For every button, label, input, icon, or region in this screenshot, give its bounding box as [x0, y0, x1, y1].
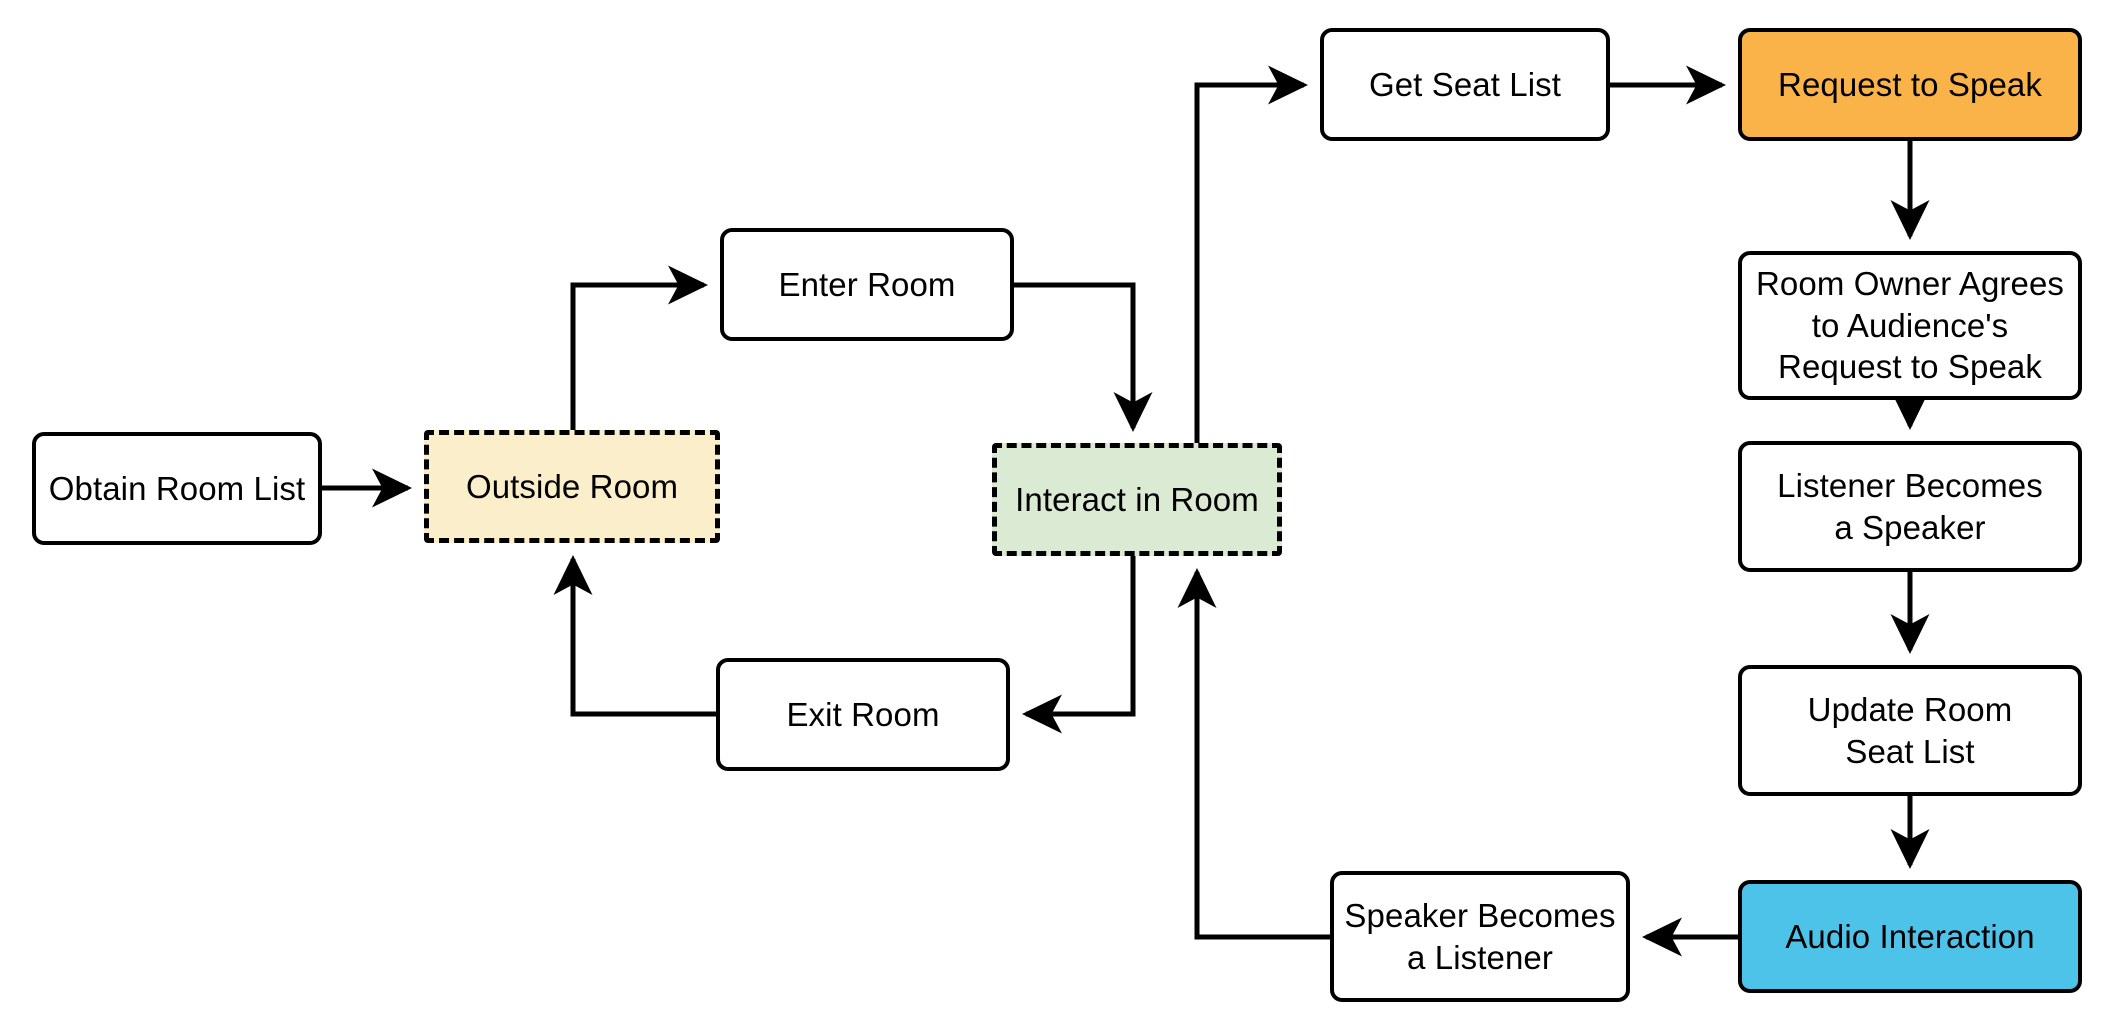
- node-label-request-to-speak: Request to Speak: [1778, 65, 2042, 103]
- edge-interact-in-room-to-get-seat-list: [1194, 65, 1308, 443]
- node-label-get-seat-list: Get Seat List: [1368, 65, 1562, 103]
- edge-exit-room-to-outside-room: [553, 555, 716, 717]
- node-label-interact-in-room: Interact in Room: [1015, 480, 1259, 518]
- node-label-enter-room: Enter Room: [778, 265, 956, 303]
- node-outside-room[interactable]: Outside Room: [424, 430, 720, 543]
- node-label-exit-room: Exit Room: [786, 695, 940, 733]
- node-obtain-room-list[interactable]: Obtain Room List: [32, 432, 322, 545]
- edge-speaker-becomes-listener-to-interact-in-room: [1177, 568, 1330, 940]
- node-listener-becomes-speaker[interactable]: Listener Becomes a Speaker: [1738, 441, 2082, 572]
- node-label-audio-interaction: Audio Interaction: [1785, 917, 2035, 955]
- node-audio-interaction[interactable]: Audio Interaction: [1738, 880, 2082, 993]
- edge-enter-room-to-interact-in-room: [1014, 282, 1153, 432]
- node-exit-room[interactable]: Exit Room: [716, 658, 1010, 771]
- node-interact-in-room[interactable]: Interact in Room: [992, 443, 1282, 556]
- node-label-outside-room: Outside Room: [465, 467, 679, 505]
- edge-interact-in-room-to-exit-room: [1022, 556, 1136, 734]
- node-label-update-room-seat-list: Update Room Seat List: [1807, 690, 2013, 770]
- edge-outside-room-to-enter-room: [570, 265, 708, 430]
- node-speaker-becomes-listener[interactable]: Speaker Becomes a Listener: [1330, 871, 1630, 1002]
- node-label-listener-becomes-speaker: Listener Becomes a Speaker: [1777, 466, 2043, 546]
- node-label-speaker-becomes-listener: Speaker Becomes a Listener: [1344, 896, 1616, 976]
- node-label-obtain-room-list: Obtain Room List: [48, 469, 306, 507]
- node-update-room-seat-list[interactable]: Update Room Seat List: [1738, 665, 2082, 796]
- node-request-to-speak[interactable]: Request to Speak: [1738, 28, 2082, 141]
- node-label-room-owner-agrees: Room Owner Agrees to Audience's Request …: [1756, 265, 2064, 386]
- node-room-owner-agrees[interactable]: Room Owner Agrees to Audience's Request …: [1738, 251, 2082, 400]
- node-enter-room[interactable]: Enter Room: [720, 228, 1014, 341]
- node-get-seat-list[interactable]: Get Seat List: [1320, 28, 1610, 141]
